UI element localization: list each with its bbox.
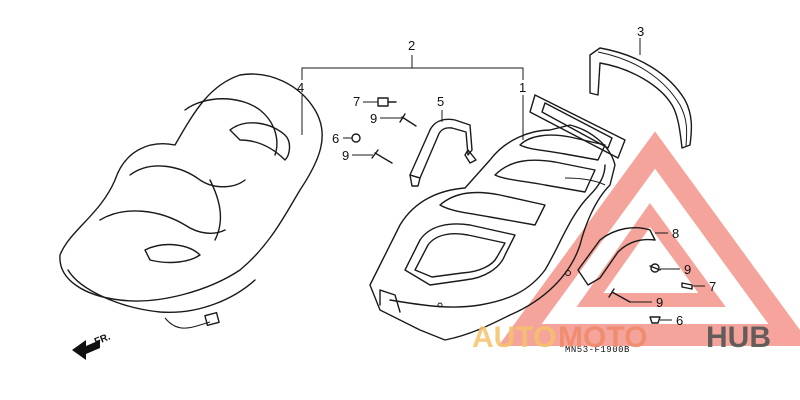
seat-assembly-part-4 <box>59 73 323 329</box>
callout-9-lower-a: 9 <box>684 262 691 277</box>
callout-9-lower-b: 9 <box>656 295 663 310</box>
diagram-code: MN53-F1900B <box>565 345 630 355</box>
bolt-group-upper <box>351 97 417 164</box>
handle-part-5 <box>409 118 477 187</box>
callout-9-upper-b: 9 <box>342 148 349 163</box>
callout-7-lower: 7 <box>709 279 716 294</box>
callout-5: 5 <box>437 94 444 109</box>
watermark-text: AUTO MOTO HUB <box>472 321 771 354</box>
callout-9-upper-a: 9 <box>370 111 377 126</box>
callout-7-upper: 7 <box>353 94 360 109</box>
watermark-auto: AUTO <box>472 321 556 354</box>
handle-part-8 <box>577 227 656 286</box>
watermark-moto: MOTO <box>558 321 647 354</box>
callout-2: 2 <box>408 38 415 53</box>
front-direction-label: FR. <box>93 331 112 347</box>
callout-6-lower: 6 <box>676 313 683 328</box>
callout-4: 4 <box>297 80 304 95</box>
callout-1: 1 <box>519 80 526 95</box>
leader-lines <box>301 38 705 321</box>
seat-part-1 <box>369 94 626 341</box>
backrest-part-3 <box>589 47 693 149</box>
front-direction-arrow-icon <box>72 340 100 360</box>
callout-3: 3 <box>637 24 644 39</box>
callout-8: 8 <box>672 226 679 241</box>
bolt-group-lower <box>608 263 693 324</box>
watermark-logo <box>498 131 800 346</box>
callout-6-upper: 6 <box>332 131 339 146</box>
watermark-hub: HUB <box>706 321 771 354</box>
